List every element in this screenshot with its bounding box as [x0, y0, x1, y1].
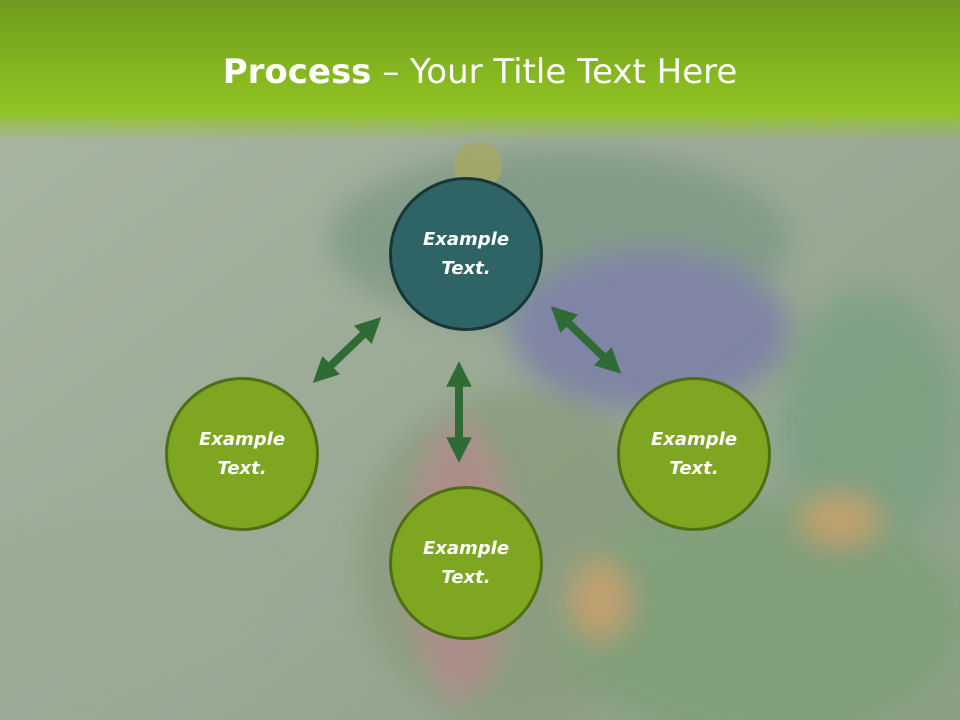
process-node-top[interactable]: Example Text. — [389, 177, 543, 331]
node-bottom-label: Example Text. — [422, 538, 510, 588]
title-rest: – Your Title Text Here — [371, 52, 738, 92]
process-node-left[interactable]: Example Text. — [165, 377, 319, 531]
arrow-top-left — [312, 317, 382, 383]
title-bar — [0, 0, 960, 140]
slide-title: Process – Your Title Text Here — [0, 52, 960, 92]
node-left-label: Example Text. — [198, 429, 286, 479]
process-node-right[interactable]: Example Text. — [617, 377, 771, 531]
node-top-label: Example Text. — [422, 229, 510, 279]
process-node-bottom[interactable]: Example Text. — [389, 486, 543, 640]
node-right-label: Example Text. — [650, 429, 738, 479]
title-bold: Process — [222, 52, 372, 92]
arrow-top-right — [550, 306, 622, 374]
